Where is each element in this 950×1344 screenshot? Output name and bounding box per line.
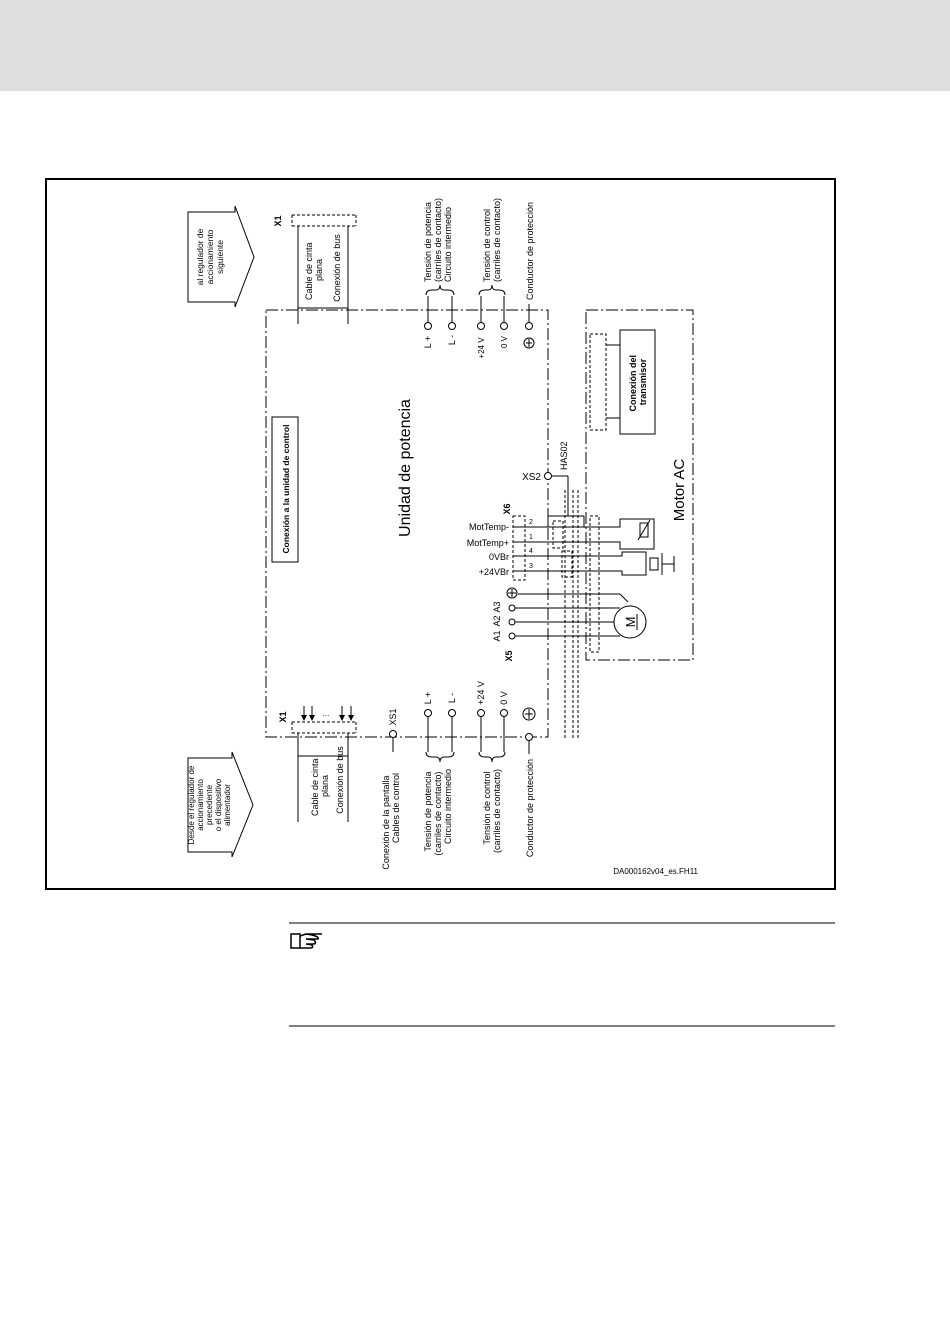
arrow-prev-line-2: accionamiento bbox=[196, 779, 205, 831]
svg-text:1: 1 bbox=[529, 534, 533, 541]
ribbon-bottom-line-2: plana bbox=[320, 775, 330, 797]
svg-text:X1: X1 bbox=[278, 711, 288, 722]
bus-label-bottom: Conexión de bus bbox=[335, 746, 345, 814]
terminal-24v-bottom: +24 V bbox=[476, 681, 486, 705]
drawing-id: DA000162v04_es.FH11 bbox=[613, 867, 698, 876]
svg-text:2: 2 bbox=[529, 519, 533, 526]
arrow-next-line-1: al regulador de bbox=[195, 228, 205, 285]
x5-connector: X5 A1 A2 A3 bbox=[492, 587, 620, 662]
ribbon-top-line-1: Cable de cinta bbox=[304, 242, 314, 300]
arrow-prev-line-1: Desde el regulador de bbox=[187, 765, 196, 844]
motor-plug bbox=[589, 333, 620, 653]
svg-text:X1: X1 bbox=[273, 215, 283, 226]
motor-ac-title: Motor AC bbox=[671, 459, 688, 522]
power-unit-boundary bbox=[265, 309, 549, 738]
svg-text:X5: X5 bbox=[504, 650, 514, 661]
motor-symbol: M bbox=[613, 593, 647, 639]
encoder-label: Conexión del transmisor bbox=[628, 352, 648, 411]
protection-label-top: Conductor de protección bbox=[525, 202, 535, 300]
terminal-lminus-bottom: L - bbox=[447, 693, 457, 703]
arrow-to-next-drive: al regulador de accionamiento siguiente bbox=[187, 205, 255, 308]
svg-text:XS2: XS2 bbox=[522, 472, 541, 483]
arrow-next-line-2: accionamiento bbox=[205, 229, 215, 284]
terminal-0v-bottom: 0 V bbox=[499, 691, 509, 705]
ground-icon-x5 bbox=[506, 587, 518, 599]
protection-label-bottom: Conductor de protección bbox=[525, 759, 535, 857]
signal-mottemp-minus: MotTemp- bbox=[469, 522, 509, 532]
pointing-hand-icon bbox=[290, 933, 322, 949]
ribbon-bottom-line-1: Cable de cinta bbox=[310, 758, 320, 816]
arrow-from-previous-drive: Desde el regulador de accionamiento prec… bbox=[187, 751, 254, 858]
power-unit-title: Unidad de potencia bbox=[397, 399, 414, 537]
ground-icon bbox=[523, 337, 535, 349]
signal-mottemp-plus: MotTemp+ bbox=[467, 538, 509, 548]
power-label-top: Tensión de potencia (carriles de contact… bbox=[423, 195, 453, 282]
arrow-prev-line-5: alimentador bbox=[223, 784, 232, 826]
ground-icon-bottom bbox=[522, 707, 536, 721]
control-label-top: Tensión de control (carriles de contacto… bbox=[482, 198, 502, 282]
encoder-box bbox=[619, 329, 656, 435]
svg-text:Cable de cinta plana: Cable de cinta plana bbox=[310, 756, 330, 816]
terminal-lminus-top: L - bbox=[447, 335, 457, 345]
figure-frame bbox=[45, 178, 836, 890]
connector-ellipsis: ... bbox=[323, 709, 330, 718]
bus-label-top: Conexión de bus bbox=[332, 234, 342, 302]
control-unit-label: Conexión a la unidad de control bbox=[281, 425, 291, 554]
svg-text:Cable de cinta plana: Cable de cinta plana bbox=[304, 240, 324, 300]
power-label-bottom: Tensión de potencia (carriles de contact… bbox=[423, 769, 453, 856]
top-terminals bbox=[424, 284, 533, 330]
xs1-label: XS1 bbox=[388, 708, 398, 725]
svg-text:A2: A2 bbox=[492, 615, 502, 626]
signal-24vbr: +24VBr bbox=[479, 567, 509, 577]
svg-text:HAS02: HAS02 bbox=[559, 441, 569, 470]
svg-text:X6: X6 bbox=[502, 503, 512, 514]
page-header-band bbox=[0, 0, 950, 91]
shielded-cable bbox=[564, 490, 579, 740]
svg-text:M: M bbox=[623, 617, 638, 628]
ribbon-top-line-2: plana bbox=[314, 259, 324, 281]
brake-icon bbox=[596, 551, 675, 576]
terminal-lplus-bottom: L + bbox=[423, 692, 433, 704]
motor-ac-boundary bbox=[585, 309, 694, 661]
control-unit-box bbox=[271, 416, 299, 563]
xs2-shield: XS2 HAS02 bbox=[522, 441, 569, 516]
arrow-prev-line-4: o el dispositivo bbox=[214, 778, 223, 831]
bottom-terminals bbox=[389, 709, 533, 763]
terminal-lplus-top: L + bbox=[423, 336, 433, 348]
thermistor-icon bbox=[596, 518, 655, 550]
arrow-prev-line-3: precedente bbox=[205, 784, 214, 825]
x1-bottom-connector: X1 ... Cable de cinta plana Conexión de … bbox=[278, 706, 357, 822]
svg-text:A1: A1 bbox=[492, 630, 502, 641]
svg-text:3: 3 bbox=[529, 563, 533, 570]
x6-connector: X6 MotTemp- MotTemp+ 0VBr +24VBr 2 1 4 3 bbox=[467, 503, 596, 581]
terminal-24v-top: +24 V bbox=[477, 337, 486, 359]
svg-text:A3: A3 bbox=[492, 601, 502, 612]
terminal-0v-top: 0 V bbox=[500, 335, 509, 348]
signal-0vbr: 0VBr bbox=[489, 552, 509, 562]
svg-text:4: 4 bbox=[529, 548, 533, 555]
control-label-bottom: Tensión de control (carriles de contacto… bbox=[482, 769, 502, 853]
arrow-next-line-3: siguiente bbox=[215, 240, 225, 274]
x1-top-connector: X1 Cable de cinta plana Conexión de bus bbox=[273, 214, 357, 324]
shield-label: Conexión de la pantalla Cables de contro… bbox=[381, 773, 401, 870]
